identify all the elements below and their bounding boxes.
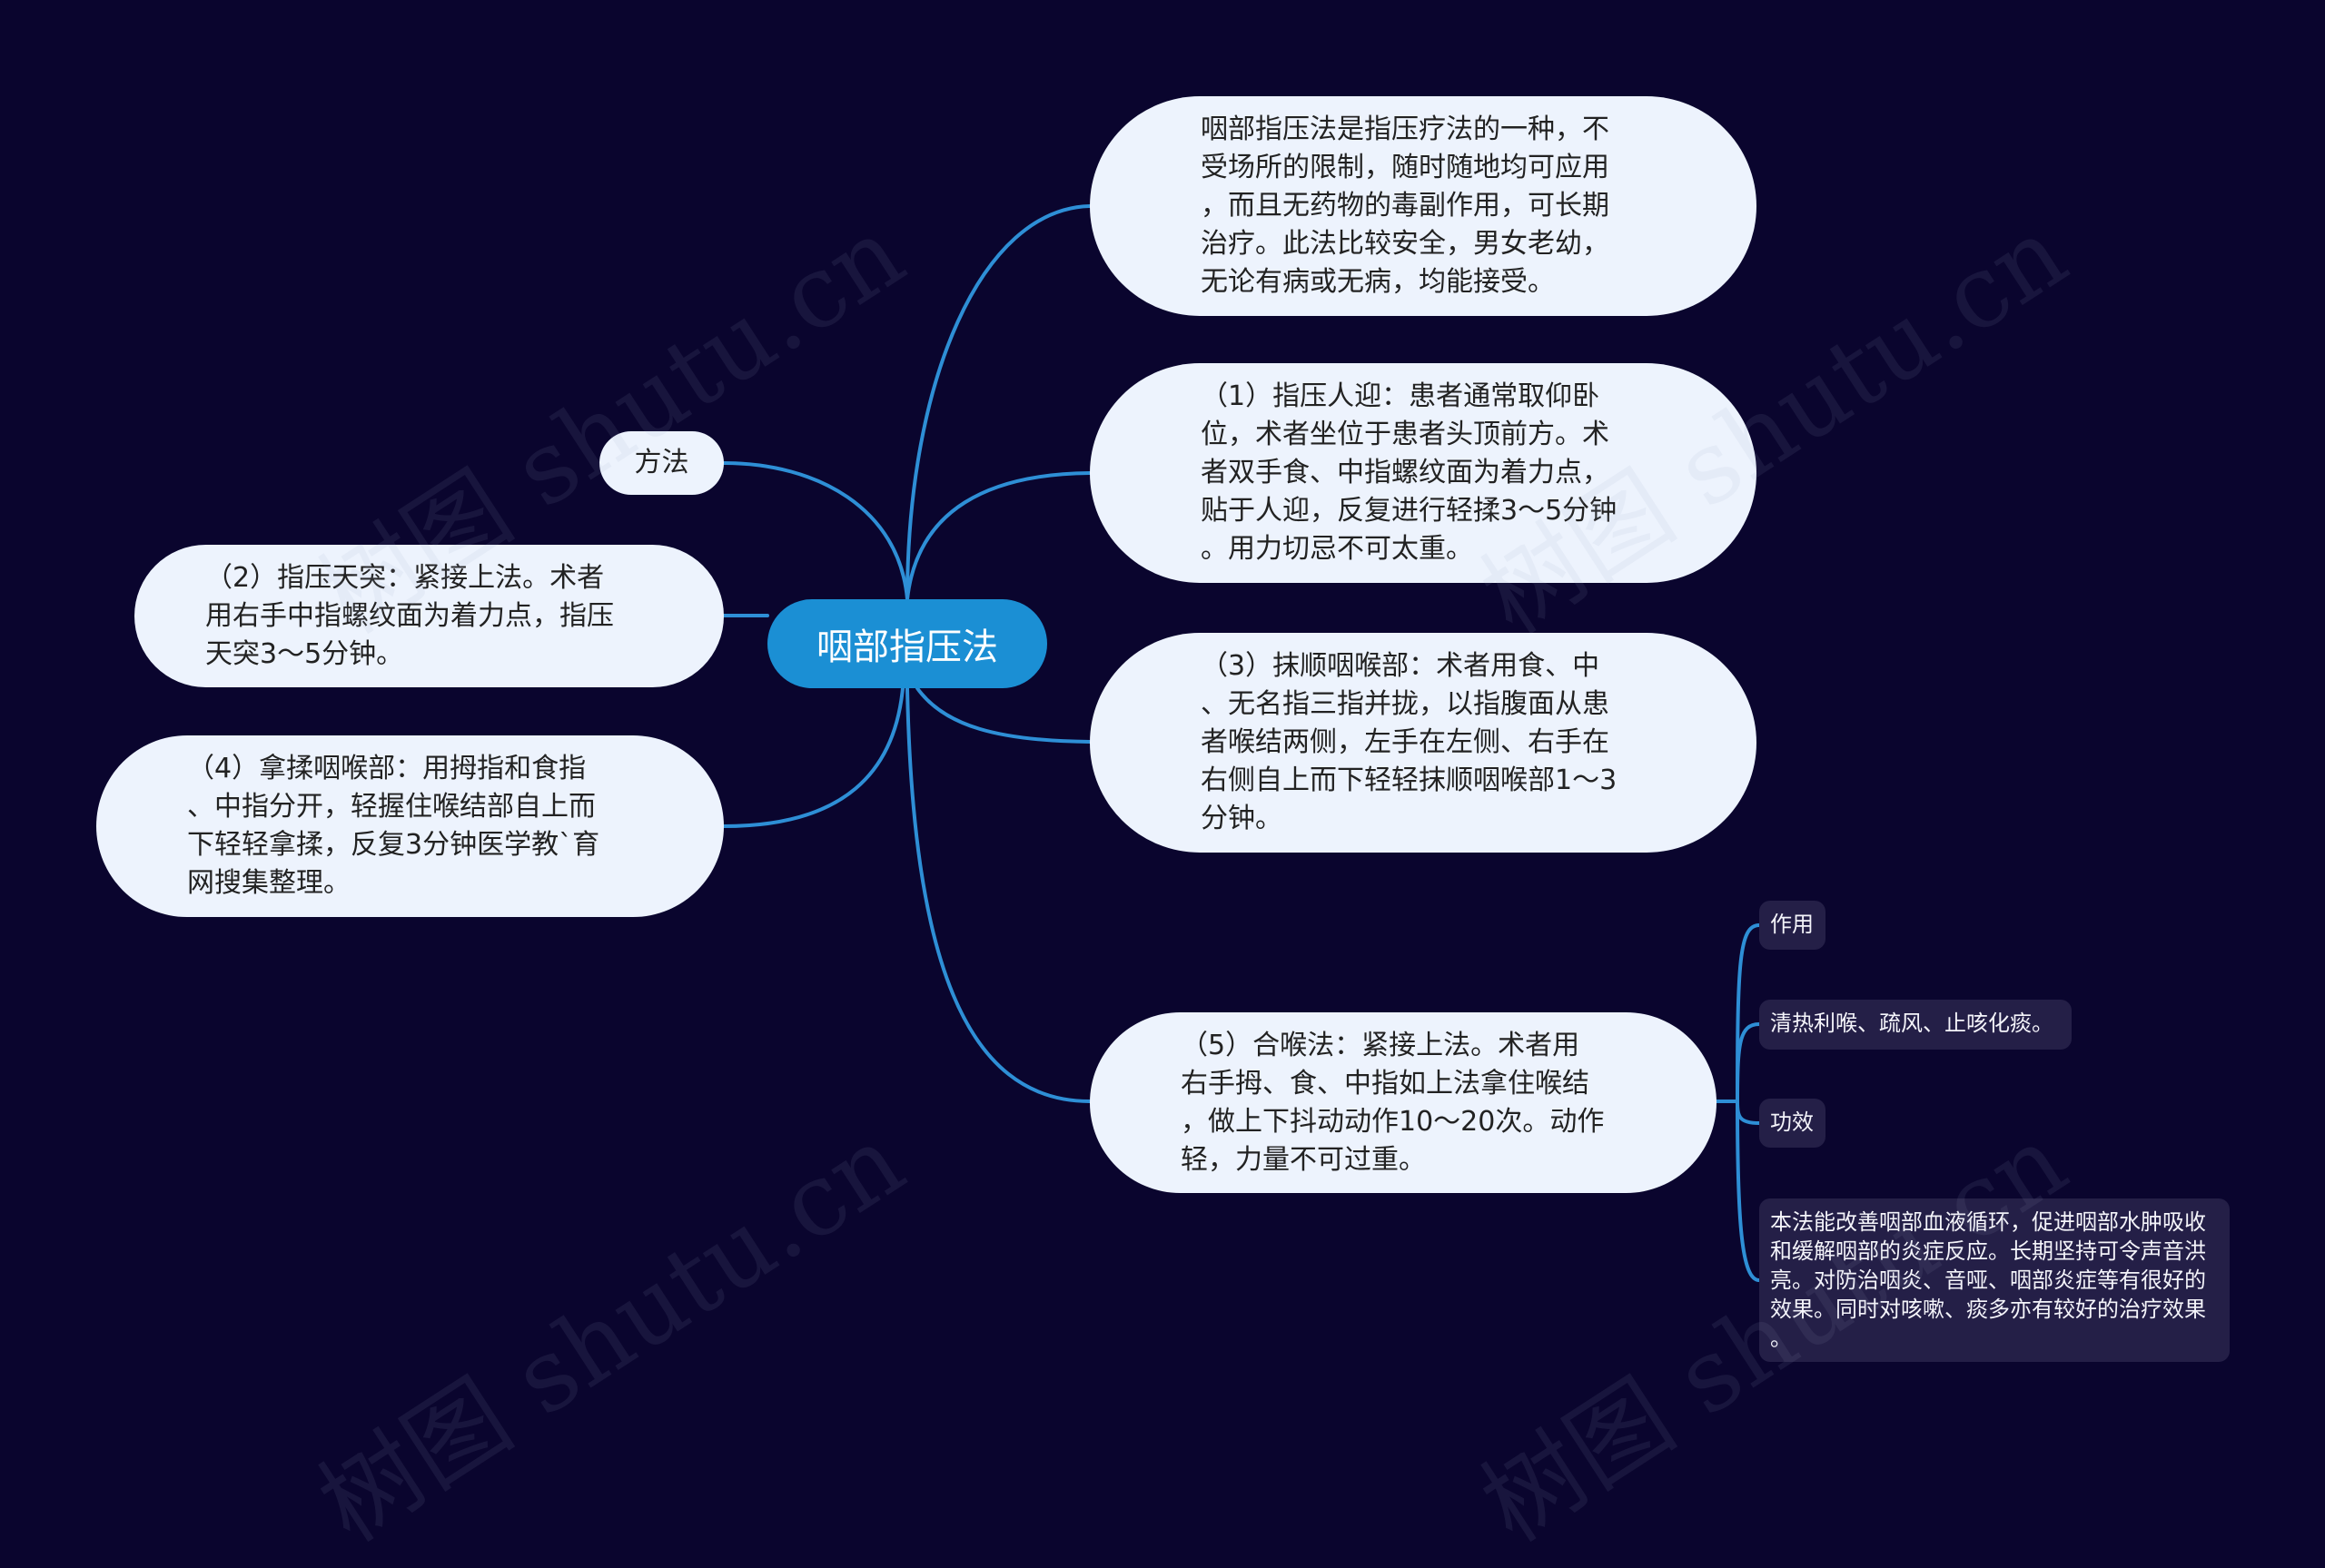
branch-step1-text: （1）指压人迎：患者通常取仰卧 位，术者坐位于患者头顶前方。术 者双手食、中指螺… (1201, 380, 1618, 565)
branch-step4[interactable]: （4）拿揉咽喉部：用拇指和食指 、中指分开，轻握住喉结部自上而 下轻轻拿揉，反复… (96, 735, 724, 917)
connector-step3 (915, 686, 1092, 744)
connector-step5 (905, 686, 1092, 1103)
leaf-zuoyong-text: 作用 (1770, 912, 1814, 937)
connector-step1 (905, 471, 1092, 601)
branch-step5[interactable]: （5）合喉法：紧接上法。术者用 右手拇、食、中指如上法拿住喉结 ，做上下抖动动作… (1090, 1012, 1717, 1193)
branch-step4-text: （4）拿揉咽喉部：用拇指和食指 、中指分开，轻握住喉结部自上而 下轻轻拿揉，反复… (187, 753, 600, 899)
branch-step1[interactable]: （1）指压人迎：患者通常取仰卧 位，术者坐位于患者头顶前方。术 者双手食、中指螺… (1090, 363, 1756, 583)
connector-intro (905, 204, 1092, 601)
leaf-gongxiao-text: 功效 (1770, 1109, 1814, 1135)
leaf-gongxiao[interactable]: 功效 (1759, 1099, 1825, 1148)
root-node[interactable]: 咽部指压法 (767, 599, 1047, 688)
connector-child-2 (1736, 1022, 1761, 1103)
root-label: 咽部指压法 (816, 626, 998, 668)
leaf-zuoyong-detail-text: 清热利喉、疏风、止咳化痰。 (1770, 1011, 2053, 1036)
branch-method-text: 方法 (634, 447, 689, 478)
connector-method (722, 461, 909, 601)
branch-step2-text: （2）指压天突：紧接上法。术者 用右手中指螺纹面为着力点，指压 天突3～5分钟。 (205, 561, 614, 670)
branch-step2[interactable]: （2）指压天突：紧接上法。术者 用右手中指螺纹面为着力点，指压 天突3～5分钟。 (134, 545, 724, 687)
branch-step3-text: （3）抹顺咽喉部：术者用食、中 、无名指三指并拢，以指腹面从患 者喉结两侧，左手… (1201, 650, 1618, 834)
branch-method[interactable]: 方法 (599, 431, 724, 495)
connector-step4 (722, 686, 905, 828)
connector-lines (722, 204, 1761, 1282)
branch-step3[interactable]: （3）抹顺咽喉部：术者用食、中 、无名指三指并拢，以指腹面从患 者喉结两侧，左手… (1090, 633, 1756, 853)
branch-step5-text: （5）合喉法：紧接上法。术者用 右手拇、食、中指如上法拿住喉结 ，做上下抖动动作… (1181, 1029, 1605, 1176)
leaf-gongxiao-detail[interactable]: 本法能改善咽部血液循环，促进咽部水肿吸收 和缓解咽部的炎症反应。长期坚持可令声音… (1759, 1198, 2230, 1362)
branch-intro-text: 咽部指压法是指压疗法的一种，不 受场所的限制，随时随地均可应用 ，而且无药物的毒… (1201, 113, 1609, 298)
branch-intro[interactable]: 咽部指压法是指压疗法的一种，不 受场所的限制，随时随地均可应用 ，而且无药物的毒… (1090, 96, 1756, 316)
connector-child-3 (1736, 1100, 1761, 1125)
connector-child-4 (1736, 1100, 1761, 1282)
leaf-gongxiao-detail-text: 本法能改善咽部血液循环，促进咽部水肿吸收 和缓解咽部的炎症反应。长期坚持可令声音… (1770, 1209, 2206, 1351)
connector-child-1 (1736, 923, 1761, 1103)
leaf-zuoyong[interactable]: 作用 (1759, 901, 1825, 950)
leaf-zuoyong-detail[interactable]: 清热利喉、疏风、止咳化痰。 (1759, 1000, 2072, 1050)
